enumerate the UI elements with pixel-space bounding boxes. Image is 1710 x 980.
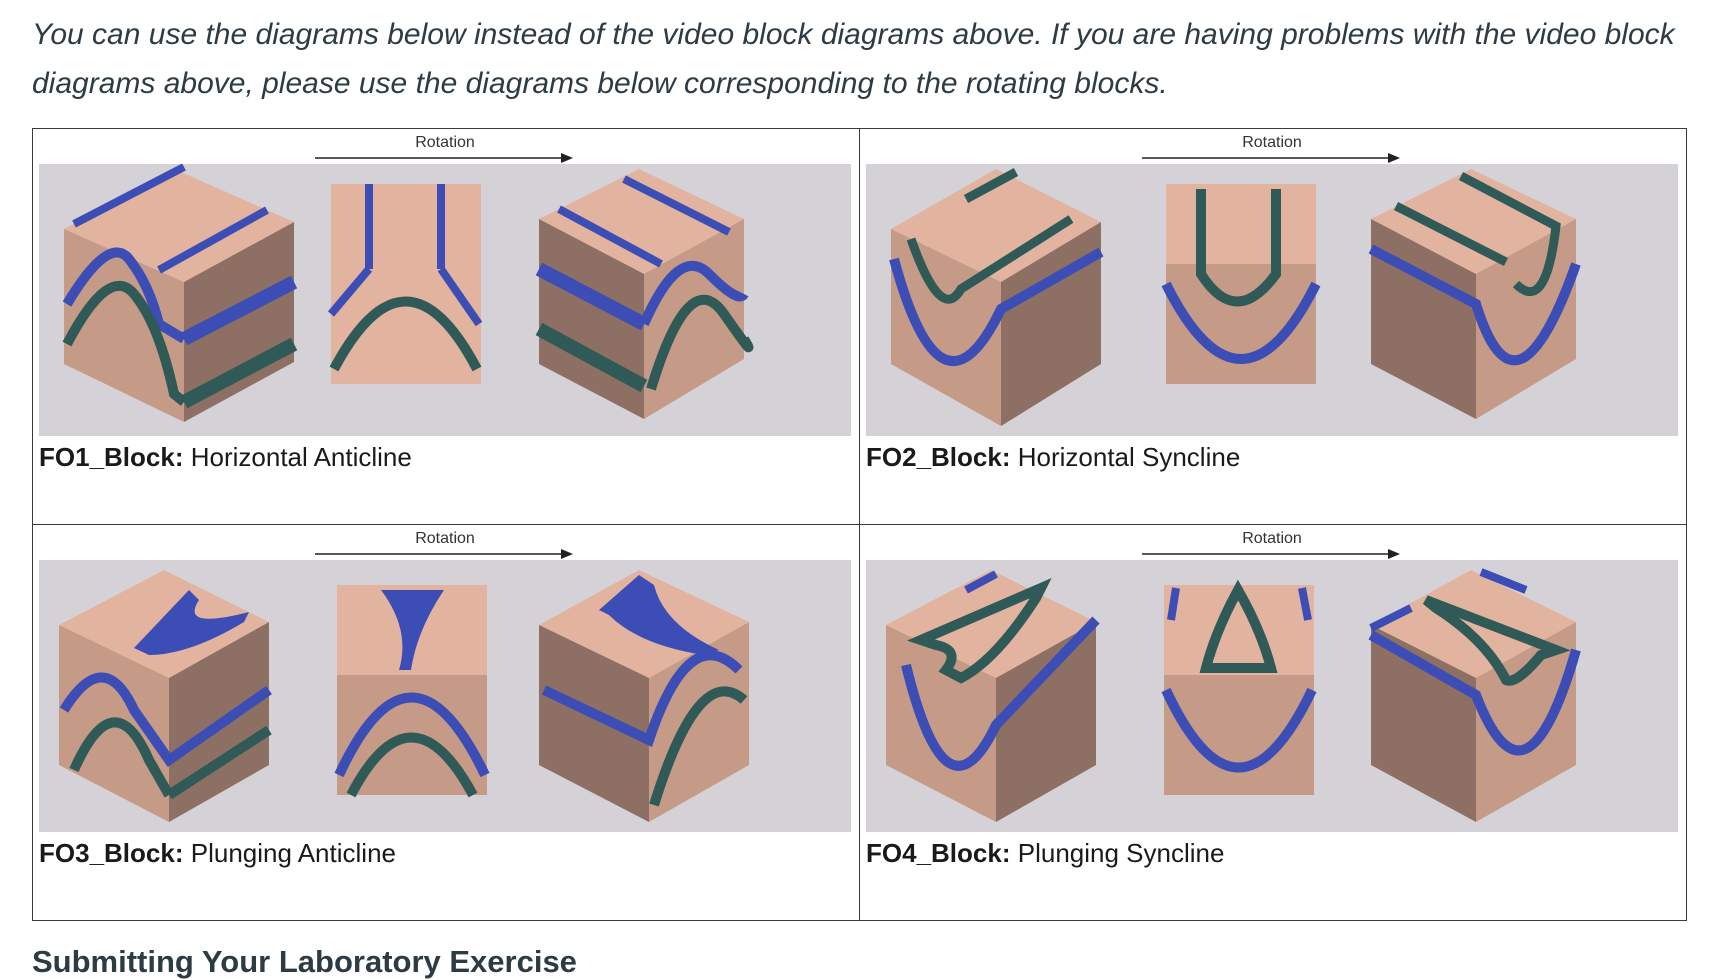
rotation-indicator: Rotation	[1142, 133, 1402, 163]
fold-diagrams-table: Rotation	[32, 128, 1687, 921]
rotation-arrow-icon	[315, 153, 573, 163]
block-caption: FO2_Block: Horizontal Syncline	[866, 441, 1240, 473]
fo3-cube-view-1	[59, 570, 272, 822]
rotation-arrow-icon	[315, 549, 573, 559]
block-caption: FO1_Block: Horizontal Anticline	[39, 441, 412, 473]
block-cell-fo4: Rotation	[859, 524, 1687, 921]
block-id: FO3_Block:	[39, 838, 184, 868]
block-cell-fo2: Rotation	[859, 128, 1687, 525]
rotation-indicator: Rotation	[315, 133, 575, 163]
fo4-cube-view-2	[1161, 579, 1317, 795]
fo1-cube-view-3	[535, 169, 754, 419]
rotation-label: Rotation	[1242, 134, 1302, 151]
block-id: FO2_Block:	[866, 442, 1011, 472]
fo2-block-diagram	[866, 164, 1678, 436]
intro-paragraph: You can use the diagrams below instead o…	[32, 18, 1675, 100]
fo1-cube-view-1	[62, 164, 298, 422]
block-cell-fo3: Rotation	[32, 524, 860, 921]
rotation-indicator: Rotation	[315, 529, 575, 559]
block-caption: FO4_Block: Plunging Syncline	[866, 837, 1224, 869]
fo3-cube-view-2	[334, 585, 490, 798]
block-id: FO4_Block:	[866, 838, 1011, 868]
section-heading: Submitting Your Laboratory Exercise	[32, 944, 577, 979]
rotation-label: Rotation	[415, 134, 475, 151]
fo3-cube-view-3	[539, 570, 749, 822]
block-cell-fo1: Rotation	[32, 128, 860, 525]
rotation-arrow-icon	[1142, 153, 1400, 163]
rotation-label: Rotation	[1242, 530, 1302, 547]
block-caption: FO3_Block: Plunging Anticline	[39, 837, 396, 869]
block-id: FO1_Block:	[39, 442, 184, 472]
fo2-cube-view-2	[1161, 184, 1321, 384]
rotation-indicator: Rotation	[1142, 529, 1402, 559]
fo4-cube-view-3	[1368, 568, 1581, 822]
fo1-block-diagram	[39, 164, 851, 436]
block-name: Plunging Anticline	[190, 838, 396, 868]
block-name: Horizontal Anticline	[190, 442, 412, 472]
fo4-cube-view-1	[886, 570, 1100, 822]
fo2-cube-view-3	[1368, 169, 1581, 419]
fo3-block-diagram	[39, 560, 851, 832]
fo1-cube-view-2	[327, 184, 483, 384]
fo4-block-diagram	[866, 560, 1678, 832]
rotation-arrow-icon	[1142, 549, 1400, 559]
rotation-label: Rotation	[415, 530, 475, 547]
block-name: Plunging Syncline	[1017, 838, 1225, 868]
block-name: Horizontal Syncline	[1017, 442, 1241, 472]
fo2-cube-view-1	[889, 168, 1104, 426]
